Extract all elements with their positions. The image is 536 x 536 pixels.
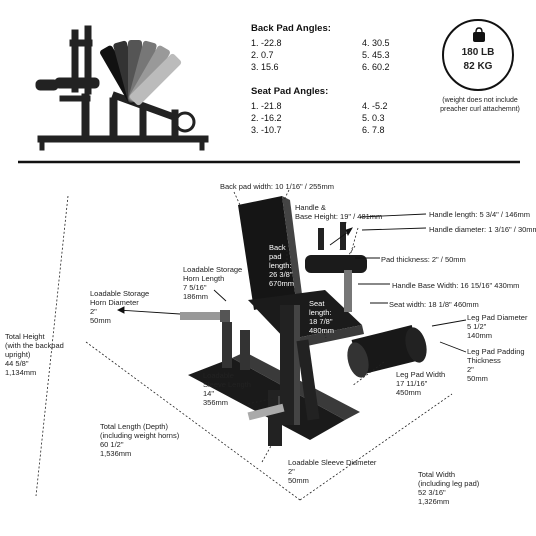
total-height-3: upright) (5, 350, 31, 359)
leg-pad-width-3: 450mm (396, 388, 422, 397)
weight-badge: 180 LB 82 KG (442, 19, 514, 91)
back-pad-angle-1: 1. -22.8 (251, 38, 282, 48)
total-width-4: 1,326mm (418, 497, 450, 506)
storage-horn-diameter-1: Loadable Storage (90, 289, 150, 298)
total-length-4: 1,536mm (100, 449, 132, 458)
storage-horn-length-1: Loadable Storage (183, 265, 243, 274)
total-height-2: (with the backpad (5, 341, 64, 350)
leg-pad-diameter-2: 5 1/2" (467, 322, 487, 331)
seat-pad-angle-6: 6. 7.8 (362, 125, 385, 135)
back-pad-angles-title: Back Pad Angles: (251, 23, 331, 34)
total-height-5: 1,134mm (5, 368, 37, 377)
loadable-sleeve-length-2: Sleeve Length (203, 380, 251, 389)
handle-length-label: Handle length: 5 3/4" / 146mm (429, 210, 531, 219)
loadable-sleeve-length-1: Loadable (203, 371, 234, 380)
storage-horn-length-2: Horn Length (183, 274, 225, 283)
seat-pad-angle-2: 2. -16.2 (251, 113, 282, 123)
handle-base-height-label-1: Handle & (295, 203, 326, 212)
storage-horn-diameter-4: 50mm (90, 316, 111, 325)
seat-length-1: Seat (309, 299, 325, 308)
seat-pad-angles-title: Seat Pad Angles: (251, 86, 329, 97)
total-height-4: 44 5/8" (5, 359, 29, 368)
total-width-3: 52 3/16" (418, 488, 446, 497)
leg-pad-padding-3: 2" (467, 365, 474, 374)
seat-pad-angle-3: 3. -10.7 (251, 125, 282, 135)
leg-pad-padding-4: 50mm (467, 374, 488, 383)
back-pad-positions (100, 40, 182, 106)
storage-horn-diameter-2: Horn Diameter (90, 298, 139, 307)
back-pad-length-2: pad (269, 252, 282, 261)
back-pad-width-label: Back pad width: 10 1/16" / 255mm (220, 182, 334, 191)
loadable-sleeve-diameter-2: 2" (288, 467, 295, 476)
loadable-sleeve-length-3: 14" (203, 389, 215, 398)
seat-pad-angle-4: 4. -5.2 (362, 101, 388, 111)
arrow-pointers (116, 213, 467, 353)
seat-length-2: length: (309, 308, 332, 317)
main-machine (180, 196, 427, 446)
back-pad-angle-5: 5. 45.3 (362, 50, 390, 60)
storage-horn-length-4: 186mm (183, 292, 209, 301)
back-pad-angle-4: 4. 30.5 (362, 38, 390, 48)
weight-note: (weight does not include preacher curl a… (440, 97, 520, 113)
back-pad-length-5: 670mm (269, 279, 295, 288)
leg-pad-padding-2: Thickness (467, 356, 501, 365)
leg-pad-diameter-3: 140mm (467, 331, 493, 340)
leg-pad-roller (347, 325, 427, 378)
loadable-sleeve-diameter-3: 50mm (288, 476, 309, 485)
weight-kg: 82 KG (463, 61, 493, 72)
seat-pad-angle-5: 5. 0.3 (362, 113, 385, 123)
leg-pad-diameter-1: Leg Pad Diameter (467, 313, 528, 322)
handle-base-width-label: Handle Base Width: 16 15/16" 430mm (392, 281, 520, 290)
storage-horn-diameter-3: 2" (90, 307, 97, 316)
seat-length-4: 480mm (309, 326, 335, 335)
back-pad-length-1: Back (269, 243, 286, 252)
total-width-2: (including leg pad) (418, 479, 480, 488)
back-pad-angle-2: 2. 0.7 (251, 50, 274, 60)
dimension-lines (35, 189, 453, 501)
back-pad-length-3: length: (269, 261, 292, 270)
total-height-1: Total Height (5, 332, 45, 341)
total-length-2: (including weight horns) (100, 431, 180, 440)
loadable-sleeve-diameter-1: Loadable Sleeve Diameter (288, 458, 377, 467)
seat-width-label: Seat width: 18 1/8" 460mm (389, 300, 479, 309)
seat-pad-angle-1: 1. -21.8 (251, 101, 282, 111)
weight-lb: 180 LB (461, 47, 495, 58)
total-length-3: 60 1/2" (100, 440, 124, 449)
leg-pad-width-1: Leg Pad Width (396, 370, 446, 379)
back-pad-angle-6: 6. 60.2 (362, 62, 390, 72)
back-pad-length-4: 26 3/8" (269, 270, 293, 279)
loadable-sleeve-length-4: 356mm (203, 398, 229, 407)
handle-diameter-label: Handle diameter: 1 3/16" / 30mm (429, 225, 536, 234)
total-length-1: Total Length (Depth) (100, 422, 168, 431)
leg-pad-width-2: 17 11/16" (396, 379, 428, 388)
seat-length-3: 18 7/8" (309, 317, 333, 326)
storage-horn-length-3: 7 5/16" (183, 283, 207, 292)
back-pad-angle-3: 3. 15.6 (251, 62, 279, 72)
kettlebell-weight-icon (473, 27, 485, 42)
handle-base-height-label-2: Base Height: 19" / 481mm (295, 212, 383, 221)
leg-pad-padding-1: Leg Pad Padding (467, 347, 525, 356)
pad-thickness-label: Pad thickness: 2" / 50mm (381, 255, 466, 264)
total-width-1: Total Width (418, 470, 456, 479)
